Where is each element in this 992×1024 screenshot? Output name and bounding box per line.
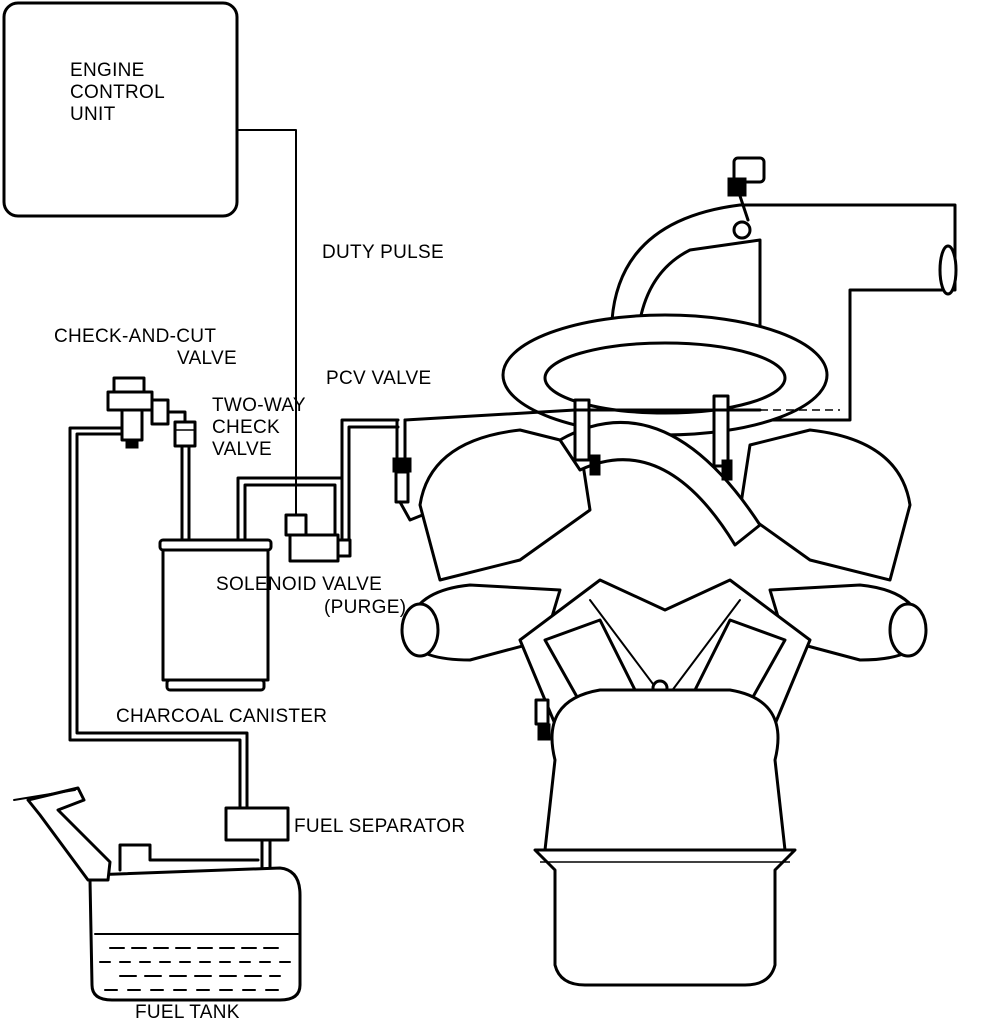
two-way-label-line1: TWO-WAY	[212, 395, 306, 416]
v6-engine	[400, 156, 958, 987]
fuel-level-dashes	[99, 947, 291, 991]
fuel-tank	[13, 786, 302, 1002]
engine-control-unit: ENGINE CONTROL UNIT	[2, 1, 239, 218]
evap-hoses	[68, 410, 407, 872]
two-way-label-line3: VALVE	[212, 439, 272, 460]
charcoal-canister	[158, 538, 273, 692]
duty-pulse-label: DUTY PULSE	[322, 242, 444, 263]
fuel-separator	[224, 806, 290, 842]
check-and-cut-label-line1: CHECK-AND-CUT	[54, 326, 216, 347]
duty-pulse-wire	[236, 129, 297, 516]
solenoid-valve-label-line2: (PURGE)	[324, 597, 406, 618]
fuel-separator-label: FUEL SEPARATOR	[294, 816, 465, 837]
fuel-tank-label: FUEL TANK	[135, 1002, 240, 1023]
pcv-valve-label: PCV VALVE	[326, 368, 431, 389]
idle-control-actuator	[727, 156, 766, 222]
check-and-cut-valve	[106, 376, 170, 449]
ecu-label-line3: UNIT	[70, 104, 116, 125]
solenoid-valve-label-line1: SOLENOID VALVE	[216, 574, 382, 595]
solenoid-valve	[284, 513, 352, 563]
pcv-valve	[392, 457, 427, 522]
two-way-label-line2: CHECK	[212, 417, 280, 438]
ecu-label-line1: ENGINE	[70, 60, 145, 81]
charcoal-canister-label: CHARCOAL CANISTER	[116, 706, 327, 727]
ecu-label-line2: CONTROL	[70, 82, 165, 103]
check-and-cut-label-line2: VALVE	[177, 348, 237, 369]
pcv-hose-to-intake	[403, 408, 762, 422]
two-way-check-valve	[173, 420, 197, 448]
